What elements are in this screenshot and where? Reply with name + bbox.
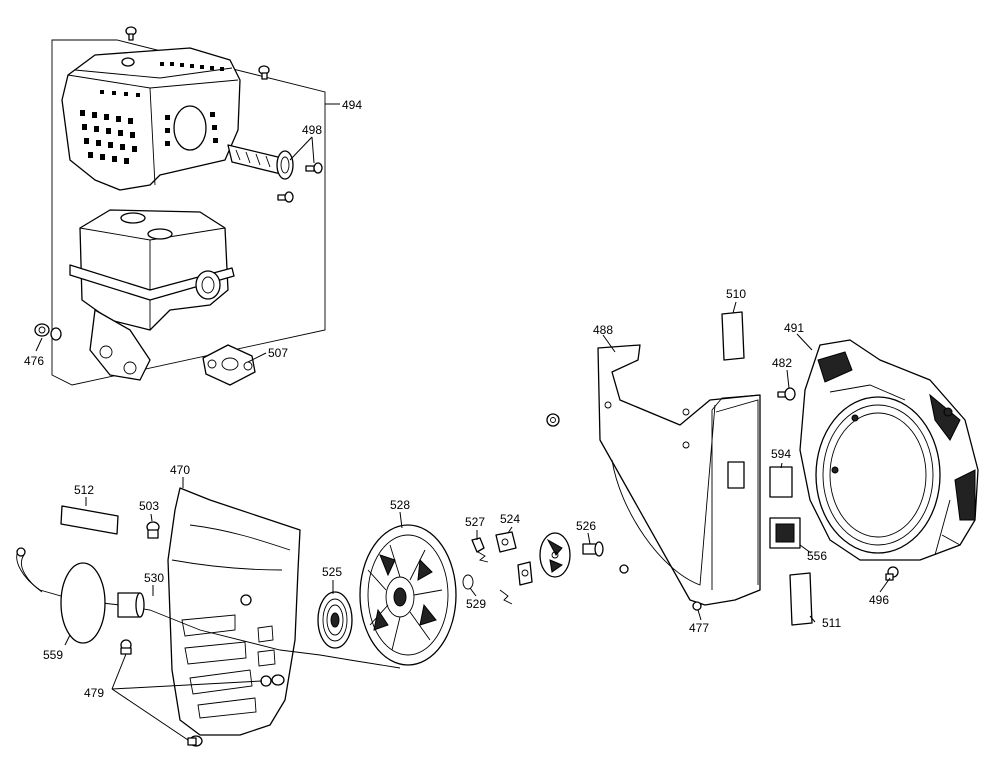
kit-boundary (51, 39, 326, 386)
callout-524: 524 (500, 512, 520, 526)
decal-594 (769, 466, 793, 498)
screw-496 (885, 566, 899, 581)
callout-482: 482 (772, 356, 792, 370)
blower-housing (799, 339, 979, 561)
starter-pulley (359, 524, 457, 666)
nut-washer (34, 323, 62, 341)
callout-556: 556 (807, 549, 827, 563)
nut-plate-2 (619, 564, 629, 574)
callout-507: 507 (268, 346, 288, 360)
switch-556 (769, 517, 801, 549)
screw-479-a (120, 639, 132, 655)
screw-503 (146, 521, 160, 539)
callout-511: 511 (822, 616, 841, 630)
nut-plate (546, 413, 560, 427)
callout-526: 526 (576, 519, 596, 533)
screw-477 (692, 601, 702, 611)
screw-top (125, 26, 137, 41)
decal-510 (721, 311, 745, 361)
leader-lines (35, 103, 891, 741)
muffler-kit-group (34, 26, 326, 386)
callout-594: 594 (771, 447, 791, 461)
callout-528: 528 (390, 498, 410, 512)
ratchet-pawl-524 (495, 531, 533, 605)
ratchet-plate (539, 532, 571, 578)
callout-527: 527 (465, 515, 485, 529)
callout-477: 477 (689, 621, 709, 635)
callout-530: 530 (144, 571, 164, 585)
recoil-spring (317, 591, 353, 649)
callout-529: 529 (466, 597, 486, 611)
bolt-526 (582, 541, 604, 557)
screw-479-b (260, 675, 272, 687)
guard-vent-holes (80, 62, 224, 164)
callout-labels: 494 498 476 507 510 488 491 482 594 556 … (24, 98, 889, 700)
callout-476: 476 (24, 354, 44, 368)
decal-511 (789, 572, 813, 626)
spark-arrestor (227, 144, 294, 180)
starter-housing (167, 487, 301, 736)
callout-491: 491 (784, 321, 804, 335)
screw-housing (240, 594, 252, 606)
gasket (202, 344, 256, 386)
screw-guard-right (258, 65, 270, 80)
callout-510: 510 (726, 287, 746, 301)
callout-559: 559 (43, 648, 63, 662)
callout-488: 488 (593, 323, 613, 337)
callout-512: 512 (74, 483, 94, 497)
screw-arrestor-2 (277, 191, 294, 203)
retaining-ring (462, 574, 474, 590)
callout-498: 498 (302, 123, 322, 137)
starter-handle (60, 562, 145, 644)
screw-arrestor-1 (305, 162, 323, 174)
callout-496: 496 (869, 593, 889, 607)
air-guide-plate (597, 344, 761, 606)
muffler-guard (61, 47, 241, 191)
muffler-body (69, 209, 235, 381)
callout-479: 479 (84, 686, 104, 700)
screw-482 (777, 387, 796, 401)
housing-slots (181, 614, 276, 719)
callout-470: 470 (170, 463, 190, 477)
callout-494: 494 (342, 98, 362, 112)
starter-rope (16, 547, 401, 669)
callout-525: 525 (322, 565, 342, 579)
ratchet-spring-527 (471, 537, 489, 563)
decal-512 (60, 505, 119, 535)
callout-503: 503 (139, 499, 159, 513)
screw-479-c (187, 735, 203, 747)
